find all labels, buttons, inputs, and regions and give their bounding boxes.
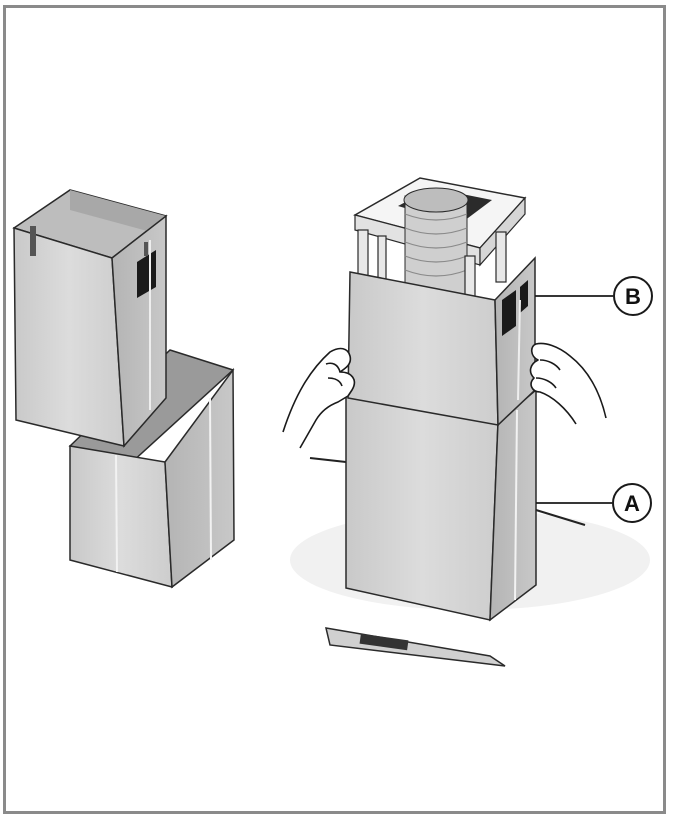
vent-slot-icon <box>502 290 516 336</box>
callout-b: B <box>535 276 653 316</box>
lower-chimney-section-a <box>345 388 537 622</box>
left-upper-chimney-section <box>12 189 168 448</box>
bracket-icon <box>30 226 36 256</box>
callout-a: A <box>536 483 652 523</box>
right-hand-icon <box>529 342 607 425</box>
upper-chimney-section-b <box>347 256 536 427</box>
callout-label-a: A <box>624 491 640 516</box>
left-hand-icon <box>282 347 356 449</box>
flexible-duct <box>403 187 469 297</box>
hood-control-panel <box>325 627 506 667</box>
support-rails <box>357 229 507 301</box>
callout-label-b: B <box>625 284 641 309</box>
vent-slot-icon <box>137 250 156 298</box>
